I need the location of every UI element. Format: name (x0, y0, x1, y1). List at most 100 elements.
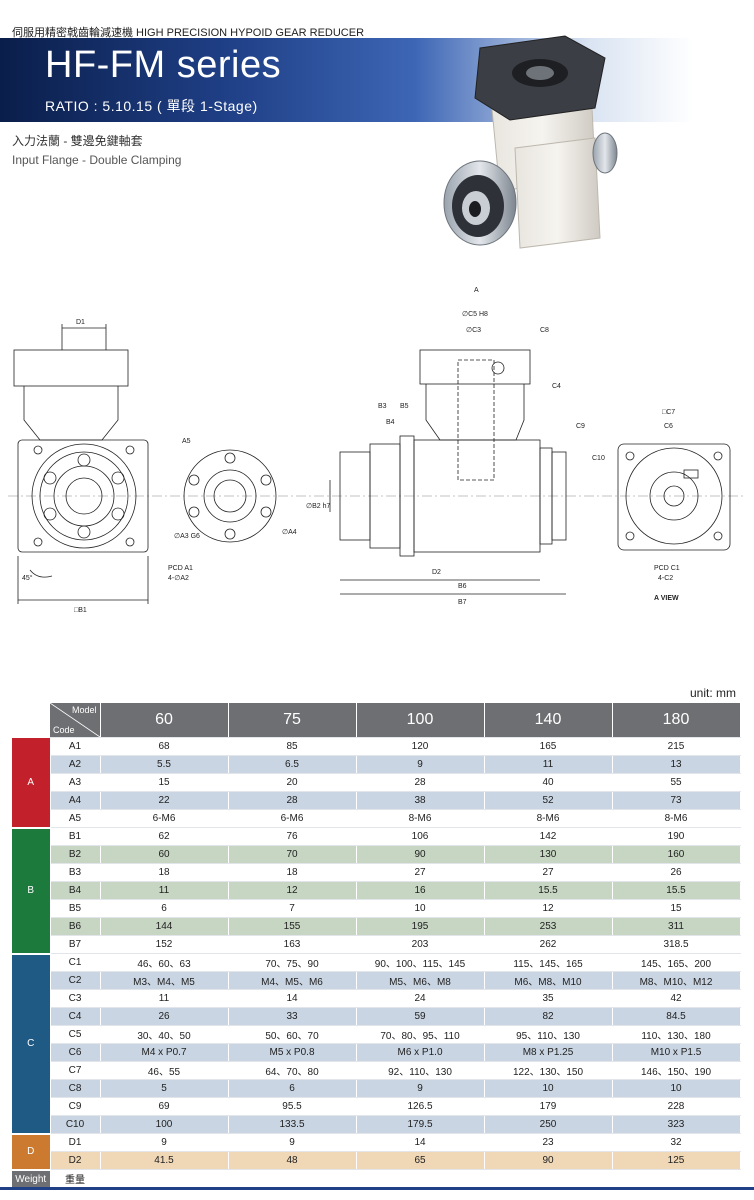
cell-value: 165 (484, 737, 613, 756)
cell-value: 92、110、130 (356, 1061, 485, 1080)
cell-value: 9 (356, 755, 485, 774)
cell-value: 10 (356, 899, 485, 918)
title-banner: HF-FM series RATIO : 5.10.15 ( 單段 1-Stag… (0, 38, 754, 122)
description-english: Input Flange - Double Clamping (12, 153, 182, 167)
weight-group-label: Weight (12, 1169, 51, 1189)
model-header: 60 (100, 703, 229, 738)
row-code: A3 (50, 773, 101, 792)
label-a5: A5 (182, 438, 191, 445)
label-a: A (474, 287, 479, 294)
cell-value: 23 (484, 1133, 613, 1152)
cell-value: 122、130、150 (484, 1061, 613, 1080)
row-code: C3 (50, 989, 101, 1008)
cell-value: 215 (612, 737, 741, 756)
cell-value: 142 (484, 827, 613, 846)
row-code: D2 (50, 1151, 101, 1170)
label-holes-a2: 4-∅A2 (168, 575, 189, 582)
row-code: B6 (50, 917, 101, 936)
cell-value: 133.5 (228, 1115, 357, 1134)
cell-value: 65 (356, 1151, 485, 1170)
label-c4: C4 (552, 383, 561, 390)
group-label-c: C (12, 953, 51, 1135)
cell-value: 9 (356, 1079, 485, 1098)
model-header: 180 (612, 703, 741, 738)
cell-value: 27 (356, 863, 485, 882)
unit-label: unit: mm (689, 686, 736, 700)
row-code: C1 (50, 953, 101, 972)
cell-value: 90 (484, 1151, 613, 1170)
label-angle: 45° (22, 574, 33, 582)
cell-value: 46、55 (100, 1061, 229, 1080)
cell-value: 35 (484, 989, 613, 1008)
cell-value: 60 (100, 845, 229, 864)
label-holes-c2: 4-C2 (658, 575, 673, 582)
row-code: B4 (50, 881, 101, 900)
cell-value: 69 (100, 1097, 229, 1116)
cell-value: 84.5 (612, 1007, 741, 1026)
label-c7: □C7 (662, 409, 675, 416)
cell-value: 90 (356, 845, 485, 864)
cell-value: 8-M6 (356, 809, 485, 828)
bottom-rule (0, 1187, 754, 1190)
cell-value: 95、110、130 (484, 1025, 613, 1044)
row-code: C8 (50, 1079, 101, 1098)
cell-value: 30、40、50 (100, 1025, 229, 1044)
weight-value (100, 1169, 229, 1189)
cell-value: 11 (100, 881, 229, 900)
cell-value: 12 (228, 881, 357, 900)
label-c3: ∅C3 (466, 327, 481, 334)
cell-value: 11 (484, 755, 613, 774)
cell-value: 6 (100, 899, 229, 918)
cell-value: 26 (612, 863, 741, 882)
cell-value: 15.5 (484, 881, 613, 900)
row-code: C6 (50, 1043, 101, 1062)
label-c6: C6 (664, 423, 673, 430)
top-caption: 伺服用精密戟齒輪減速機 HIGH PRECISION HYPOID GEAR R… (12, 27, 365, 39)
product-image (443, 35, 618, 249)
cell-value: 5 (100, 1079, 229, 1098)
cell-value: 190 (612, 827, 741, 846)
cell-value: 20 (228, 773, 357, 792)
label-a3: ∅A3 G6 (174, 533, 200, 540)
cell-value: 18 (100, 863, 229, 882)
cell-value: 144 (100, 917, 229, 936)
label-b3: B3 (378, 403, 387, 410)
cell-value: M6 x P1.0 (356, 1043, 485, 1062)
cell-value: 146、150、190 (612, 1061, 741, 1080)
group-label-a: A (12, 737, 51, 829)
label-c9: C9 (576, 423, 585, 430)
cell-value: 95.5 (228, 1097, 357, 1116)
cell-value: 7 (228, 899, 357, 918)
corner-diagonal (50, 703, 100, 737)
weight-code: 重量 (50, 1169, 101, 1189)
weight-value (228, 1169, 357, 1189)
model-label: Model (71, 705, 97, 715)
cell-value: 90、100、115、145 (356, 953, 485, 972)
code-label: Code (53, 725, 75, 735)
cell-value: M5、M6、M8 (356, 971, 485, 990)
cell-value: 40 (484, 773, 613, 792)
cell-value: 13 (612, 755, 741, 774)
cell-value: 110、130、180 (612, 1025, 741, 1044)
row-code: A1 (50, 737, 101, 756)
cell-value: 70 (228, 845, 357, 864)
cell-value: 228 (612, 1097, 741, 1116)
cell-value: 323 (612, 1115, 741, 1134)
cell-value: 15.5 (612, 881, 741, 900)
